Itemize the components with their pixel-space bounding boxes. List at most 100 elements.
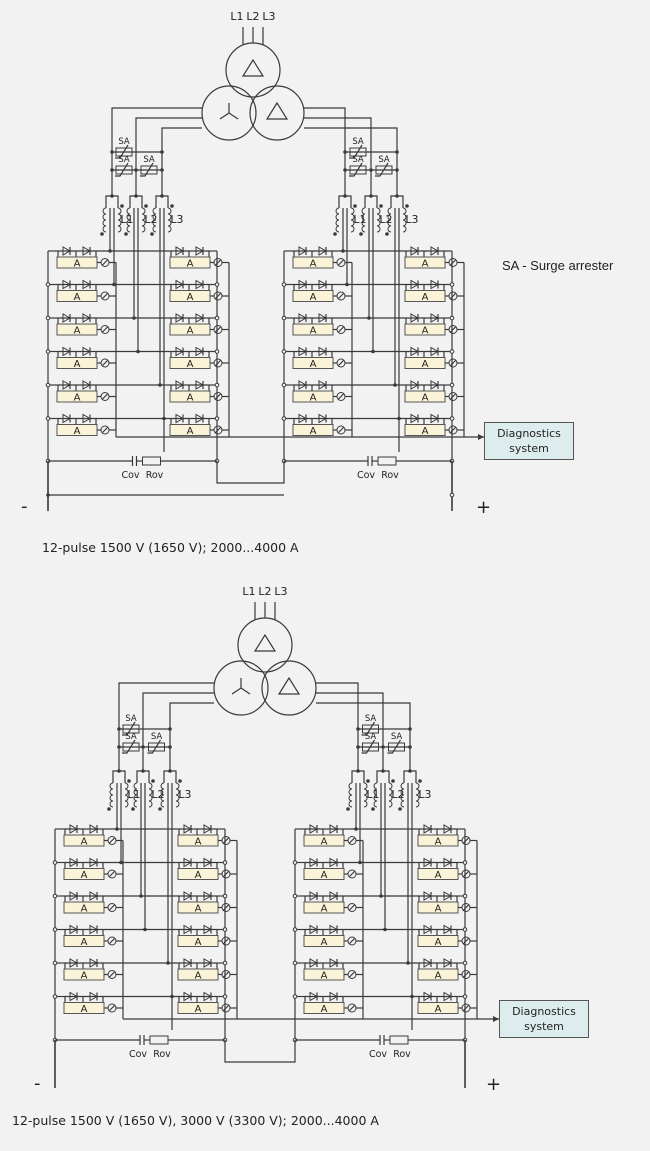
- module-label-A: A: [81, 837, 88, 848]
- arrester-slash: [349, 144, 363, 159]
- junction-dot: [385, 232, 389, 236]
- diode-triangle: [298, 279, 308, 290]
- rectifier-module: A: [169, 380, 223, 404]
- coil-left: [387, 207, 392, 233]
- resistor-icon: [389, 1035, 409, 1045]
- fuse-slash: [108, 937, 116, 945]
- diode-icon: [443, 924, 453, 935]
- coil-right: [148, 782, 153, 808]
- wire: [371, 195, 378, 208]
- rectifier-module: A: [63, 824, 117, 848]
- arrester-label: SA: [378, 155, 390, 165]
- terminal-dot: [292, 960, 298, 966]
- inductor-icon: L2: [359, 195, 393, 236]
- arrester-slash: [387, 739, 402, 754]
- diode-triangle: [89, 924, 99, 935]
- terminal-dot: [449, 315, 455, 321]
- diode-triangle: [329, 991, 339, 1002]
- rectifier-module: A: [292, 246, 346, 270]
- surge-arrester-icon: SA: [361, 714, 379, 736]
- inductor-icon: L1: [100, 195, 134, 236]
- diode-icon: [423, 891, 433, 901]
- minus-terminal-2: -: [34, 1073, 41, 1094]
- module-label-A: A: [81, 1004, 88, 1015]
- diode-icon: [329, 958, 339, 968]
- terminal-dot: [45, 382, 51, 388]
- rectifier-module: A: [404, 246, 458, 270]
- arrester-label: SA: [365, 732, 377, 742]
- diode-triangle: [309, 824, 319, 834]
- phase-label-L1: L1: [230, 10, 243, 23]
- inductor-label: L3: [405, 213, 418, 226]
- diode-icon: [195, 413, 205, 424]
- diode-icon: [309, 824, 319, 834]
- diode-icon: [183, 857, 193, 868]
- module-label-A: A: [187, 393, 194, 404]
- diode-triangle: [329, 857, 339, 868]
- diode-triangle: [89, 824, 99, 834]
- diode-icon: [62, 313, 72, 323]
- diode-triangle: [195, 246, 205, 256]
- terminal-dot: [462, 860, 468, 865]
- wire: [403, 770, 410, 783]
- module-label-A: A: [321, 870, 328, 881]
- caption-diagram-2: 12-pulse 1500 V (1650 V), 3000 V (3300 V…: [12, 1113, 379, 1128]
- diode-icon: [410, 380, 420, 390]
- diode-triangle: [82, 413, 92, 424]
- inductor-label: L1: [120, 213, 133, 226]
- junction-dot: [381, 745, 385, 749]
- inductor-icon: L3: [150, 195, 184, 236]
- fuse-slash: [337, 259, 345, 266]
- diode-triangle: [69, 991, 79, 1002]
- rectifier-module: A: [303, 958, 357, 982]
- diode-triangle: [443, 924, 453, 935]
- diagnostics-system-box-2[interactable]: Diagnostics system: [499, 1000, 589, 1038]
- capacitor-label: Cov: [357, 470, 375, 481]
- arrester-slash: [147, 739, 162, 754]
- coil-left: [348, 782, 353, 808]
- diode-icon: [298, 346, 308, 357]
- surge-arrester-icon: SA: [375, 155, 393, 177]
- fuse-slash: [449, 393, 457, 400]
- terminal-dot: [292, 860, 298, 865]
- junction-dot: [107, 807, 111, 811]
- junction-dot: [160, 168, 164, 172]
- diode-triangle: [195, 413, 205, 424]
- resistor-label: Rov: [381, 470, 399, 481]
- arrester-slash: [375, 162, 389, 177]
- coil-left: [102, 207, 107, 233]
- arrester-body: [375, 165, 393, 175]
- coil-left: [361, 207, 366, 233]
- junction-dot: [151, 779, 155, 783]
- diode-icon: [62, 413, 72, 424]
- star-symbol: [231, 687, 242, 695]
- junction-dot: [134, 194, 138, 198]
- diagnostics-system-box-1[interactable]: Diagnostics system: [484, 422, 574, 460]
- diode-icon: [423, 857, 433, 868]
- diode-icon: [443, 824, 453, 834]
- module-label-A: A: [435, 937, 442, 948]
- coil-right: [167, 207, 172, 233]
- junction-dot: [158, 807, 162, 811]
- diode-triangle: [195, 279, 205, 290]
- terminal-dot: [214, 282, 220, 287]
- wire: [383, 770, 390, 783]
- module-label-A: A: [187, 359, 194, 370]
- arrester-body: [122, 724, 140, 734]
- junction-dot: [150, 232, 154, 236]
- terminal-dot: [292, 927, 298, 932]
- diode-triangle: [298, 246, 308, 256]
- rectifier-module: A: [63, 891, 117, 915]
- coil-right: [117, 207, 122, 233]
- diode-triangle: [203, 824, 213, 834]
- resistor-icon: [377, 456, 397, 466]
- wire: [358, 770, 365, 783]
- delta-symbol: [241, 58, 265, 77]
- fuse-slash: [348, 870, 356, 878]
- module-label-A: A: [74, 426, 81, 437]
- terminal-dot: [214, 416, 220, 421]
- terminal-dot: [449, 349, 455, 354]
- inductor-label: L2: [144, 213, 157, 226]
- module-label-A: A: [422, 259, 429, 270]
- surge-arrester-icon: SA: [361, 732, 379, 754]
